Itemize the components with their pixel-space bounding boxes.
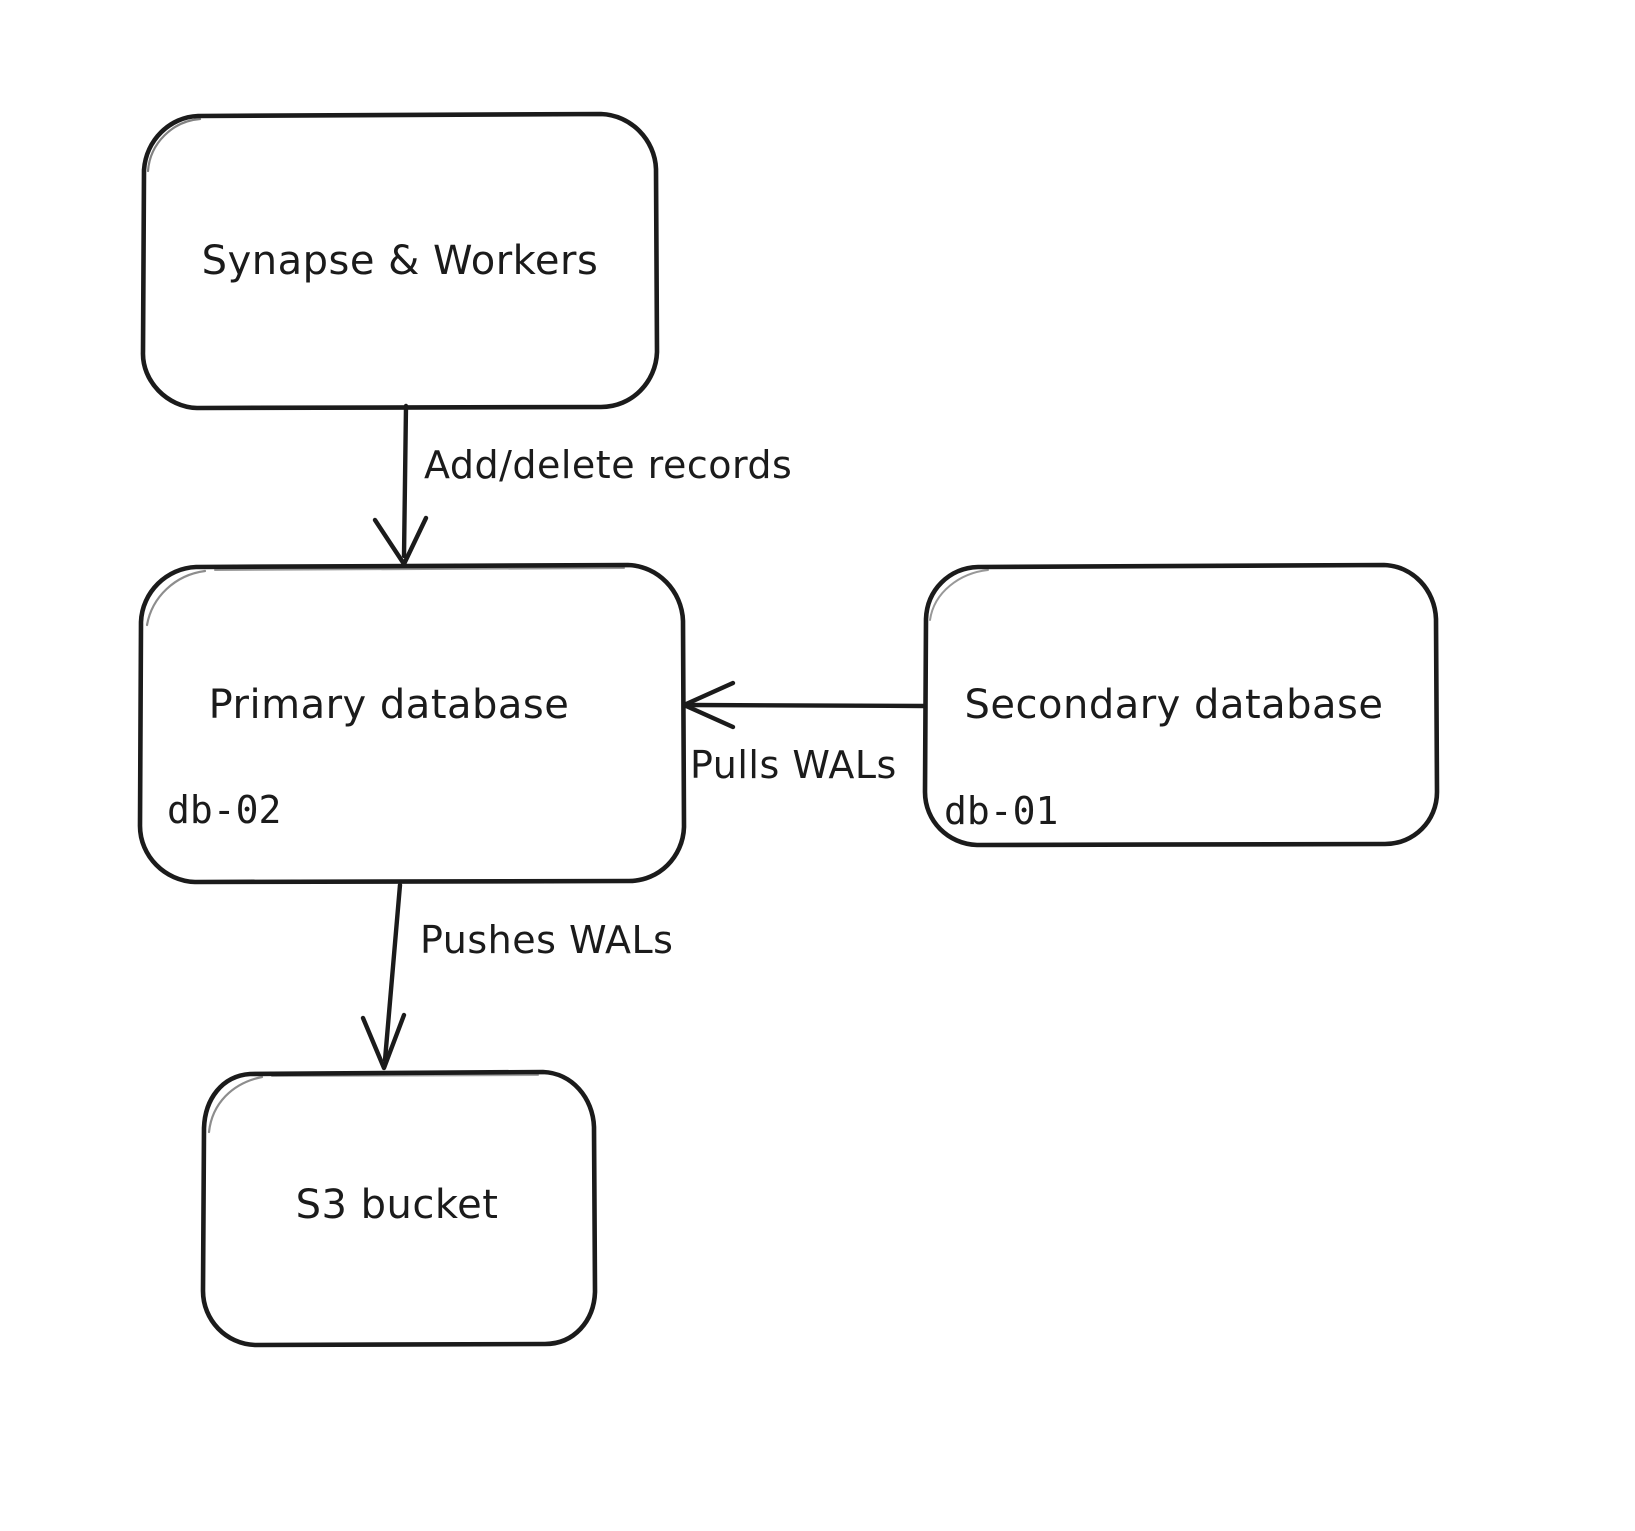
node-secondary-database-outline (922, 562, 1440, 848)
edge-synapse-to-primary-line (401, 403, 409, 559)
edge-synapse-to-primary (372, 403, 429, 567)
node-s3-bucket-outline-sketch (207, 1075, 264, 1134)
node-s3-bucket[interactable] (200, 1069, 598, 1348)
node-synapse-workers[interactable] (140, 111, 660, 411)
edge-secondary-to-primary-arrowhead (681, 680, 736, 730)
node-secondary-database[interactable] (922, 562, 1440, 848)
edge-secondary-to-primary-line (687, 702, 927, 709)
node-synapse-workers-outline-sketch (146, 117, 202, 173)
node-primary-database-outline (137, 562, 687, 885)
node-s3-bucket-outline-sketch-top (271, 1074, 539, 1077)
node-synapse-workers-outline (140, 111, 660, 411)
node-primary-database[interactable] (137, 562, 687, 885)
edge-secondary-to-primary (681, 680, 927, 730)
node-primary-database-outline-sketch (145, 569, 207, 627)
edge-primary-to-s3 (360, 882, 407, 1071)
edge-synapse-to-primary-arrowhead (372, 515, 429, 567)
node-primary-database-outline-sketch-top (214, 567, 625, 571)
node-s3-bucket-outline (200, 1069, 598, 1348)
edge-primary-to-s3-arrowhead (360, 1012, 407, 1071)
edge-primary-to-s3-line (382, 882, 403, 1063)
node-secondary-database-outline-sketch (929, 569, 989, 621)
